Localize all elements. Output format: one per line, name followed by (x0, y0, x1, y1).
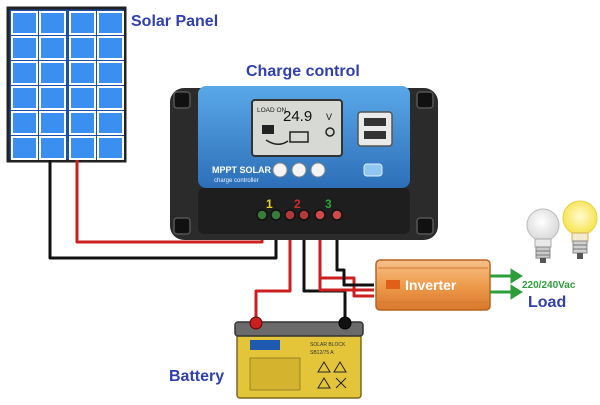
solar-cell (11, 11, 38, 35)
inverter-red-wire-2 (318, 278, 374, 292)
inverter: Inverter (375, 259, 491, 311)
voltage-output-label: 220/240Vac (522, 280, 576, 291)
charge-controller: LOAD ON 24.9 V MPPT SOLAR charge control… (170, 86, 438, 240)
solar-cell (69, 61, 96, 85)
lcd-battery-icon (289, 131, 309, 143)
terminal-pv-positive (256, 209, 268, 221)
controller-indicator (363, 163, 383, 177)
bulb-lit-icon (562, 200, 598, 259)
solar-cell (39, 61, 66, 85)
usb-port-2 (364, 131, 386, 139)
controller-button-2[interactable] (291, 162, 307, 178)
solar-cell (69, 111, 96, 135)
solar-cell (69, 136, 96, 160)
terminal-bat-negative (298, 209, 310, 221)
solar-cell (97, 136, 124, 160)
solar-cell (69, 36, 96, 60)
solar-cell (11, 136, 38, 160)
solar-cell (97, 111, 124, 135)
inverter-negative-wire (335, 217, 374, 287)
lcd-unit: V (326, 112, 332, 122)
lcd-solar-icon (262, 125, 274, 134)
terminal-number-2: 2 (294, 197, 301, 211)
terminal-number-3: 3 (325, 197, 332, 211)
solar-cell (11, 86, 38, 110)
battery-positive-terminal (249, 316, 263, 330)
solar-cell (97, 11, 124, 35)
solar-cell (11, 36, 38, 60)
solar-panel (6, 6, 127, 163)
solar-cell (11, 111, 38, 135)
controller-brand-line2: charge controller (214, 178, 259, 184)
lcd-voltage: 24.9 (283, 108, 312, 125)
inverter-label: Inverter (405, 277, 457, 293)
solar-cell (97, 61, 124, 85)
battery-positive-wire (254, 217, 292, 322)
controller-terminals (256, 209, 343, 221)
solar-cell (69, 86, 96, 110)
battery-brand: SOLAR BLOCK (310, 342, 346, 348)
lcd-bulb-icon (325, 127, 335, 137)
controller-button-3[interactable] (310, 162, 326, 178)
battery: SOLAR BLOCK SB12/75 A (234, 316, 364, 399)
solar-panel-label: Solar Panel (131, 13, 219, 30)
output-arrows (490, 268, 523, 300)
solar-cell (97, 86, 124, 110)
controller-button-1[interactable] (272, 162, 288, 178)
terminal-load-negative (331, 209, 343, 221)
solar-cell (39, 111, 66, 135)
terminal-bat-positive (284, 209, 296, 221)
lcd-arrow-icon (265, 139, 289, 145)
charge-control-label: Charge control (246, 63, 360, 80)
battery-negative-terminal (338, 316, 352, 330)
solar-cell (39, 36, 66, 60)
bulb-off-icon (526, 208, 560, 263)
battery-label: Battery (169, 368, 225, 385)
solar-cell (69, 11, 96, 35)
battery-warning-icons (317, 361, 347, 389)
inverter-badge (386, 280, 400, 289)
lcd-load-on: LOAD ON (257, 107, 287, 114)
inverter-positive-wire (318, 217, 374, 298)
terminal-load-positive (314, 209, 326, 221)
usb-port-1 (364, 118, 386, 126)
controller-brand-line1: MPPT SOLAR (212, 165, 272, 175)
solar-cell (39, 136, 66, 160)
terminal-number-1: 1 (266, 197, 273, 211)
solar-cell (97, 36, 124, 60)
solar-cell (39, 11, 66, 35)
solar-cell (11, 61, 38, 85)
solar-cell (39, 86, 66, 110)
load-label: Load (528, 294, 567, 311)
battery-model: SB12/75 A (310, 350, 334, 356)
terminal-pv-negative (270, 209, 282, 221)
